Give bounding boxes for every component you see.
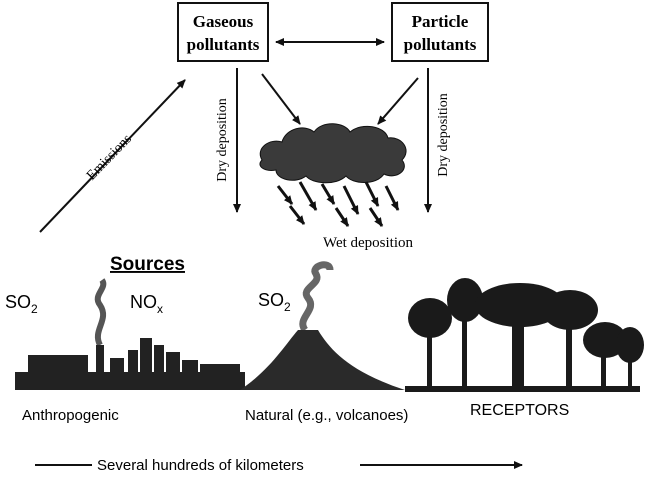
so2-volcano-label: SO2	[258, 290, 291, 314]
particle-label-1: Particle	[412, 12, 469, 31]
rain-arrows	[276, 181, 400, 227]
dry-deposition-left-label: Dry deposition	[215, 98, 230, 182]
nox-label: NOx	[130, 292, 163, 316]
dry-deposition-left-arrow: Dry deposition	[215, 68, 241, 213]
dry-deposition-right-label: Dry deposition	[436, 93, 451, 177]
dry-deposition-right-arrow: Dry deposition	[424, 68, 451, 213]
gaseous-pollutants-box: Gaseous pollutants	[177, 2, 269, 62]
volcano-icon	[240, 330, 405, 390]
gaseous-label-1: Gaseous	[193, 12, 254, 31]
distance-scale-arrow: Several hundreds of kilometers	[35, 457, 523, 474]
so2-left-label: SO2	[5, 292, 38, 316]
emissions-arrow: Emissions	[39, 79, 186, 233]
natural-label: Natural (e.g., volcanoes)	[245, 407, 408, 424]
wet-deposition-label: Wet deposition	[323, 235, 414, 251]
cloud-icon	[259, 123, 407, 184]
gas-to-cloud-arrow	[261, 73, 301, 125]
city-silhouette	[15, 338, 245, 390]
particle-to-cloud-arrow	[377, 77, 419, 125]
receptors-label: RECEPTORS	[470, 402, 569, 419]
sources-heading: Sources	[110, 254, 185, 275]
anthropogenic-label: Anthropogenic	[22, 407, 119, 424]
distance-scale-label: Several hundreds of kilometers	[97, 457, 304, 474]
particle-pollutants-box: Particle pollutants	[391, 2, 489, 62]
volcano-smoke-icon	[299, 261, 334, 333]
gaseous-label-2: pollutants	[187, 35, 260, 54]
factory-smoke-icon	[94, 278, 107, 347]
forest-silhouette	[405, 278, 644, 392]
emissions-label: Emissions	[84, 132, 135, 184]
particle-label-2: pollutants	[404, 35, 477, 54]
